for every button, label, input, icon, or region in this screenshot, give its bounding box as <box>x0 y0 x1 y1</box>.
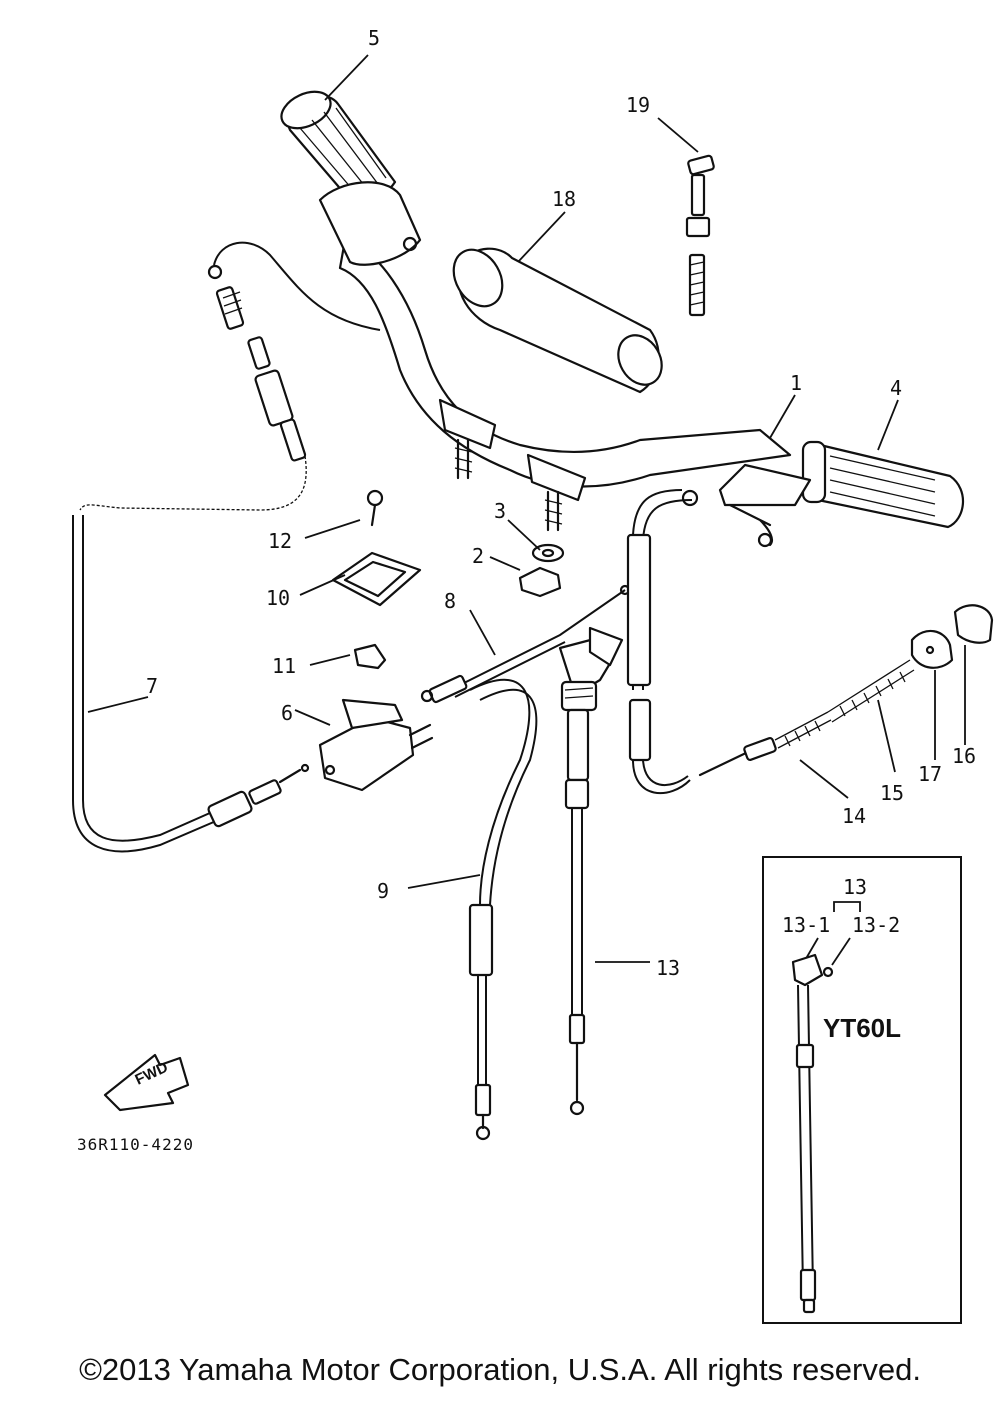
handlebar <box>338 238 792 532</box>
inset-yt60l: YT60L 13 13-1 13-2 <box>762 856 962 1324</box>
label-18: 18 <box>552 187 576 211</box>
label-16: 16 <box>952 744 976 768</box>
label-5: 5 <box>368 26 380 50</box>
label-7: 7 <box>146 674 158 698</box>
label-9: 9 <box>377 879 389 903</box>
clip-11 <box>353 643 387 670</box>
label-2: 2 <box>472 544 484 568</box>
leader-lines <box>87 54 966 963</box>
label-4: 4 <box>890 376 902 400</box>
right-grip <box>681 440 965 548</box>
label-1: 1 <box>790 371 802 395</box>
screw-12 <box>366 489 384 527</box>
fwd-arrow: FWD <box>103 1053 190 1112</box>
throttle-housing <box>318 698 434 792</box>
gasket-10 <box>331 551 422 607</box>
copyright-notice: ©2013 Yamaha Motor Corporation, U.S.A. A… <box>79 1352 921 1387</box>
spring-assembly <box>698 659 915 777</box>
label-17: 17 <box>918 762 942 786</box>
part-17 <box>910 629 954 669</box>
inset-label-13: 13 <box>843 875 867 899</box>
grip-pad <box>452 247 663 394</box>
label-13: 13 <box>656 956 680 980</box>
throttle-cable <box>79 241 381 511</box>
cable-7 <box>72 515 310 853</box>
inset-label-13-1: 13-1 <box>782 913 830 937</box>
label-19: 19 <box>626 93 650 117</box>
washer-3 <box>531 543 565 563</box>
label-14: 14 <box>842 804 866 828</box>
cable-13 <box>558 626 624 1116</box>
label-10: 10 <box>266 586 290 610</box>
cable-9 <box>468 678 538 1141</box>
label-15: 15 <box>880 781 904 805</box>
label-6: 6 <box>281 701 293 725</box>
inset-label-13-2: 13-2 <box>852 913 900 937</box>
inset-title: YT60L <box>823 1013 901 1043</box>
label-12: 12 <box>268 529 292 553</box>
part-labels: 5 19 18 1 4 3 2 12 10 8 11 7 6 9 13 14 1… <box>146 26 976 980</box>
right-cable <box>626 489 693 794</box>
nut-2 <box>518 566 562 598</box>
left-grip <box>280 90 422 266</box>
key <box>685 154 715 317</box>
label-11: 11 <box>272 654 296 678</box>
diagram-code: 36R110-4220 <box>77 1135 194 1154</box>
part-16 <box>953 604 994 644</box>
label-3: 3 <box>494 499 506 523</box>
label-8: 8 <box>444 589 456 613</box>
